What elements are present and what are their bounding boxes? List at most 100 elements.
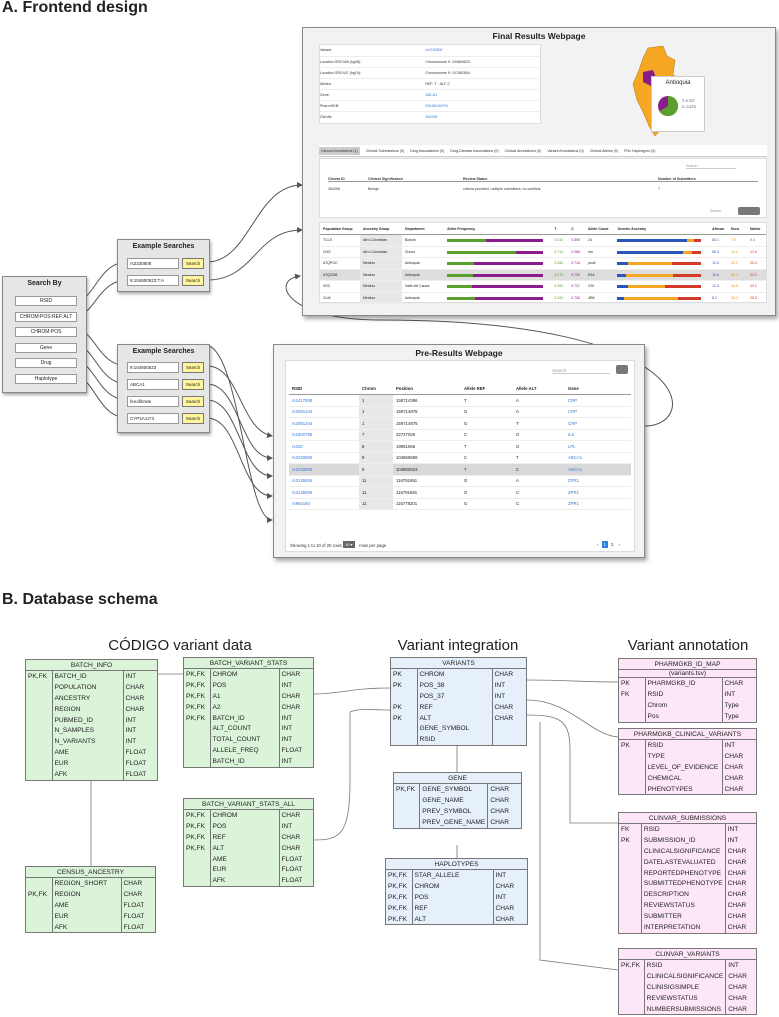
rows-per-page-select[interactable]: 10 ▾ (343, 541, 355, 548)
field-name: A1 (210, 690, 280, 702)
gene-link[interactable]: ZPR1 (565, 486, 631, 499)
tab-variant-annotations[interactable]: Variant Annotations (0) (547, 148, 584, 153)
pop-head[interactable]: Euro (728, 223, 747, 235)
pop-head[interactable]: T (551, 223, 569, 235)
search-by-chrom-pos-ref-alt[interactable]: CHROM:POS:REF:ALT (15, 312, 77, 322)
gene-link[interactable]: CRP (565, 394, 631, 407)
pop-head[interactable]: Allele Frequency (444, 223, 552, 235)
gene-link[interactable]: LPL (565, 440, 631, 453)
rsid-link[interactable]: rs3091244 (289, 417, 359, 430)
field-type: INT (281, 736, 293, 744)
freq-search-input[interactable]: Search (709, 209, 721, 213)
col-ref[interactable]: Allele REF (461, 383, 513, 395)
pop-head[interactable]: C (568, 223, 586, 235)
toggle-icon[interactable] (616, 365, 628, 374)
search-button[interactable]: Search (182, 396, 204, 407)
col-gene[interactable]: Gene (565, 383, 631, 395)
search-button[interactable]: Search (182, 413, 204, 424)
search-button[interactable]: Search (182, 379, 204, 390)
pop-cell: 63.3 (728, 292, 747, 304)
page-next[interactable]: › (618, 542, 621, 547)
pop-head[interactable]: Native (747, 223, 766, 235)
gene-link[interactable]: CRP (565, 417, 631, 430)
col-alt[interactable]: Allele ALT (513, 383, 565, 395)
rsid-link[interactable]: rs2230808 (289, 463, 359, 476)
gene-link[interactable]: ABCA1 (565, 452, 631, 464)
field-name: PREV_SYMBOL (419, 805, 489, 817)
field-type: CHAR (728, 1005, 747, 1013)
rsid-link[interactable]: rs3135506 (289, 475, 359, 487)
search-by-haplotype[interactable]: Haplotype (15, 374, 77, 384)
search-button[interactable]: Search (182, 258, 204, 269)
tab-pgx-haplotypes[interactable]: PGx Haplotypes (0) (624, 148, 656, 153)
info-value[interactable]: PA166154794 (425, 103, 448, 108)
info-value[interactable]: rs2230808 (425, 48, 443, 53)
gene-link[interactable]: ZPR1 (565, 475, 631, 487)
search-button[interactable]: Search (182, 362, 204, 373)
rsid-link[interactable]: rs3091244 (289, 406, 359, 418)
rsid-link[interactable]: rs964184 (289, 498, 359, 510)
gene-link[interactable]: ABCA1 (565, 463, 631, 476)
search-button[interactable]: Search (182, 275, 204, 286)
rsid-link[interactable]: rs320 (289, 440, 359, 453)
info-value: REF: T · ALT: C (425, 81, 451, 86)
info-value[interactable]: ABCA1 (425, 92, 438, 97)
rsid-link[interactable]: rs1417938 (289, 394, 359, 407)
search-by-rsid[interactable]: RSID (15, 296, 77, 306)
field-name: ALT (412, 913, 494, 925)
gene-link[interactable]: CRP (565, 406, 631, 418)
rsid-link[interactable]: rs2230806 (289, 452, 359, 464)
export-icon[interactable] (738, 207, 760, 215)
field-key (26, 681, 53, 693)
tab-drug-disease[interactable]: Drug-Disease Associations (0) (450, 148, 499, 153)
tab-clinical-alleles[interactable]: Clinical Alleles (0) (589, 148, 619, 153)
tab-clinical-annotations-2[interactable]: Clinical Annotations (0) (504, 148, 542, 153)
rsid-link[interactable]: rs3135506 (289, 486, 359, 499)
gene-link[interactable]: ZPR1 (565, 498, 631, 510)
pop-cell: 9.4 (747, 234, 766, 247)
search-by-gene[interactable]: Gene (15, 343, 77, 353)
info-value[interactable]: 364258 (425, 114, 438, 119)
page-2[interactable]: 2 (611, 542, 614, 547)
pop-head[interactable]: Population Group (320, 223, 360, 235)
pop-head[interactable]: Department (402, 223, 445, 235)
field-key (184, 875, 211, 887)
page-prev[interactable]: ‹ (597, 542, 599, 547)
tab-clinical-submissions[interactable]: Clinical Submissions (0) (365, 148, 405, 153)
gene-link[interactable]: IL6 (565, 429, 631, 441)
col-chrom[interactable]: Chrom (359, 383, 393, 395)
search-by-chrom-pos[interactable]: CHROM:POS (15, 327, 77, 337)
pop-head[interactable]: Ancestry Group (359, 223, 403, 235)
rows-per-page-label: rows per page (359, 543, 387, 548)
pop-head[interactable]: Genetic Ancestry (614, 223, 710, 235)
pop-head[interactable]: African (709, 223, 729, 235)
field-key: PK,FK (386, 913, 413, 925)
field-type: CHAR (727, 858, 747, 866)
pop-head[interactable]: Allele Count (585, 223, 615, 235)
col-rsid[interactable]: RSID (289, 383, 359, 395)
pre-search-input[interactable]: Search (552, 368, 610, 374)
search-by-drug[interactable]: Drug (15, 358, 77, 368)
clinvar-search-input[interactable]: Search (686, 164, 736, 169)
field-name: AME (52, 747, 124, 759)
tab-clinical-annotations[interactable]: Clinical Annotations (1) (319, 146, 360, 155)
field-type: CHAR (495, 882, 515, 890)
col-position[interactable]: Position (393, 383, 461, 395)
rsid-link[interactable]: rs1800795 (289, 429, 359, 441)
tab-drug-associations[interactable]: Drug Associations (0) (410, 148, 445, 153)
field-type: CHAR (724, 752, 744, 760)
page-1[interactable]: 1 (601, 541, 609, 548)
field-key: PK (619, 834, 642, 846)
